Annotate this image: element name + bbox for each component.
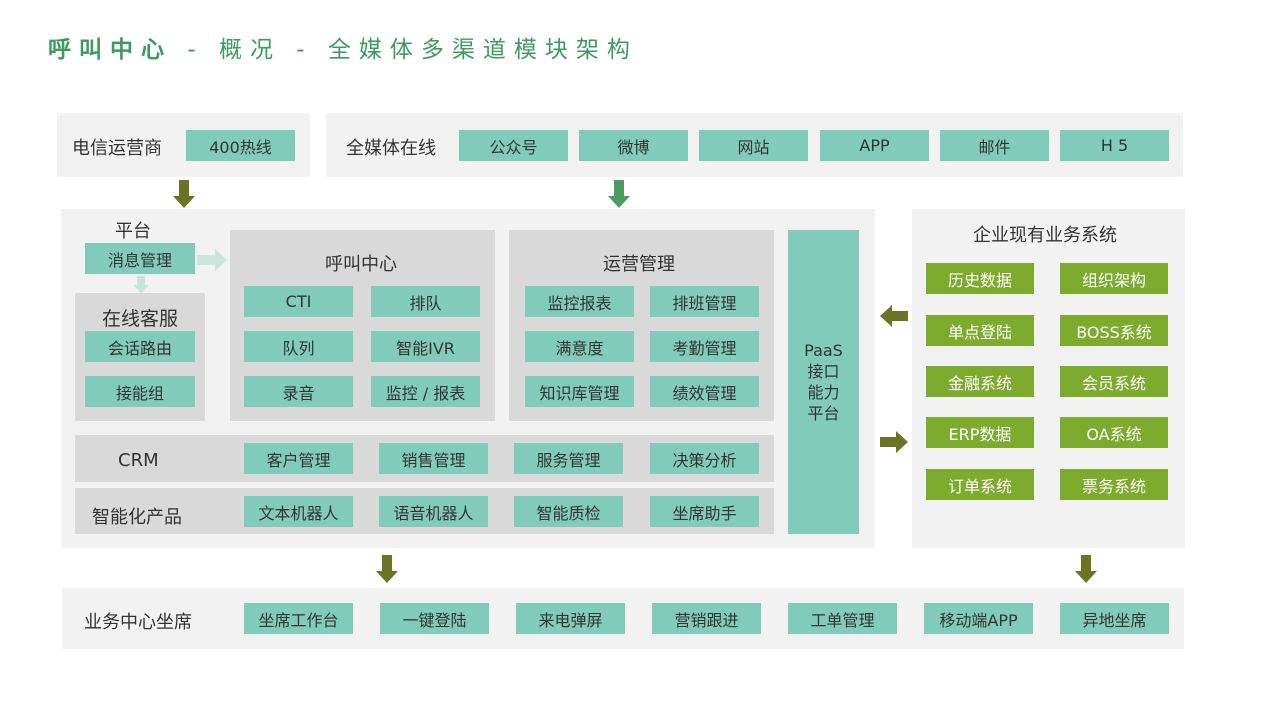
module-box: 语音机器人: [379, 496, 488, 527]
paas-line: 平台: [807, 404, 840, 423]
seat-feature-box: 坐席工作台: [244, 603, 353, 634]
module-box: 销售管理: [379, 443, 488, 474]
callcenter-label: 呼叫中心: [325, 254, 397, 275]
module-box: 满意度: [525, 331, 634, 362]
module-box: 智能质检: [514, 496, 623, 527]
module-box: CTI: [244, 286, 353, 317]
module-box: 录音: [244, 376, 353, 407]
ai-label: 智能化产品: [92, 507, 182, 528]
channel-box: H 5: [1060, 130, 1169, 161]
module-box: 排班管理: [650, 286, 759, 317]
arrow-right-icon: [197, 249, 227, 271]
platform-label: 平台: [115, 221, 151, 242]
telecom-label: 电信运营商: [72, 138, 162, 159]
system-box: OA系统: [1060, 417, 1168, 448]
seat-feature-box: 来电弹屏: [516, 603, 625, 634]
module-box: 队列: [244, 331, 353, 362]
hotline-box: 400热线: [186, 130, 295, 161]
channel-box: 网站: [699, 130, 808, 161]
arrow-down-icon: [376, 555, 398, 583]
title-sep: -: [296, 37, 313, 63]
title-main: 呼叫中心: [48, 37, 172, 63]
module-box: 服务管理: [514, 443, 623, 474]
system-box: BOSS系统: [1060, 315, 1168, 346]
arrow-left-icon: [880, 305, 908, 327]
channel-box: 微博: [579, 130, 688, 161]
system-box: 会员系统: [1060, 366, 1168, 397]
online-service-label: 在线客服: [102, 308, 179, 330]
system-box: 票务系统: [1060, 469, 1168, 500]
paas-line: 接口: [807, 362, 840, 381]
module-box: 监控报表: [525, 286, 634, 317]
system-box: 历史数据: [926, 263, 1034, 294]
seat-feature-box: 工单管理: [788, 603, 897, 634]
omni-label: 全媒体在线: [346, 138, 436, 159]
seat-feature-box: 异地坐席: [1060, 603, 1169, 634]
title-overview: 概况: [218, 37, 281, 63]
system-box: 组织架构: [1060, 263, 1168, 294]
arrow-right-icon: [880, 431, 908, 453]
message-mgmt-box: 消息管理: [85, 243, 195, 274]
system-box: 单点登陆: [926, 315, 1034, 346]
module-box: 坐席助手: [650, 496, 759, 527]
module-box: 绩效管理: [650, 376, 759, 407]
module-box: 接能组: [85, 376, 195, 407]
module-box: 智能IVR: [371, 331, 480, 362]
seats-label: 业务中心坐席: [84, 612, 192, 633]
ops-label: 运营管理: [603, 254, 675, 275]
module-box: 决策分析: [650, 443, 759, 474]
module-box: 客户管理: [244, 443, 353, 474]
module-box: 文本机器人: [244, 496, 353, 527]
module-box: 会话路由: [85, 331, 195, 362]
module-box: 知识库管理: [525, 376, 634, 407]
module-box: 排队: [371, 286, 480, 317]
title-sep: -: [187, 37, 204, 63]
system-box: 订单系统: [926, 469, 1034, 500]
seat-feature-box: 营销跟进: [652, 603, 761, 634]
module-box: 监控 / 报表: [371, 376, 480, 407]
channel-box: 公众号: [459, 130, 568, 161]
arrow-down-icon: [608, 180, 630, 208]
channel-box: APP: [820, 130, 929, 161]
channel-box: 邮件: [940, 130, 1049, 161]
page-title: 呼叫中心 - 概况 - 全媒体多渠道模块架构: [48, 30, 638, 64]
system-box: ERP数据: [926, 417, 1034, 448]
title-subject: 全媒体多渠道模块架构: [327, 37, 638, 63]
arrow-down-icon: [133, 276, 149, 293]
module-box: 考勤管理: [650, 331, 759, 362]
enterprise-label: 企业现有业务系统: [973, 225, 1117, 246]
seat-feature-box: 一键登陆: [380, 603, 489, 634]
paas-platform-box: PaaS 接口 能力 平台: [788, 230, 859, 534]
arrow-down-icon: [173, 180, 195, 208]
system-box: 金融系统: [926, 366, 1034, 397]
paas-line: 能力: [807, 383, 840, 402]
seat-feature-box: 移动端APP: [924, 603, 1033, 634]
crm-label: CRM: [118, 450, 159, 471]
arrow-down-icon: [1075, 555, 1097, 583]
paas-line: PaaS: [804, 341, 843, 360]
